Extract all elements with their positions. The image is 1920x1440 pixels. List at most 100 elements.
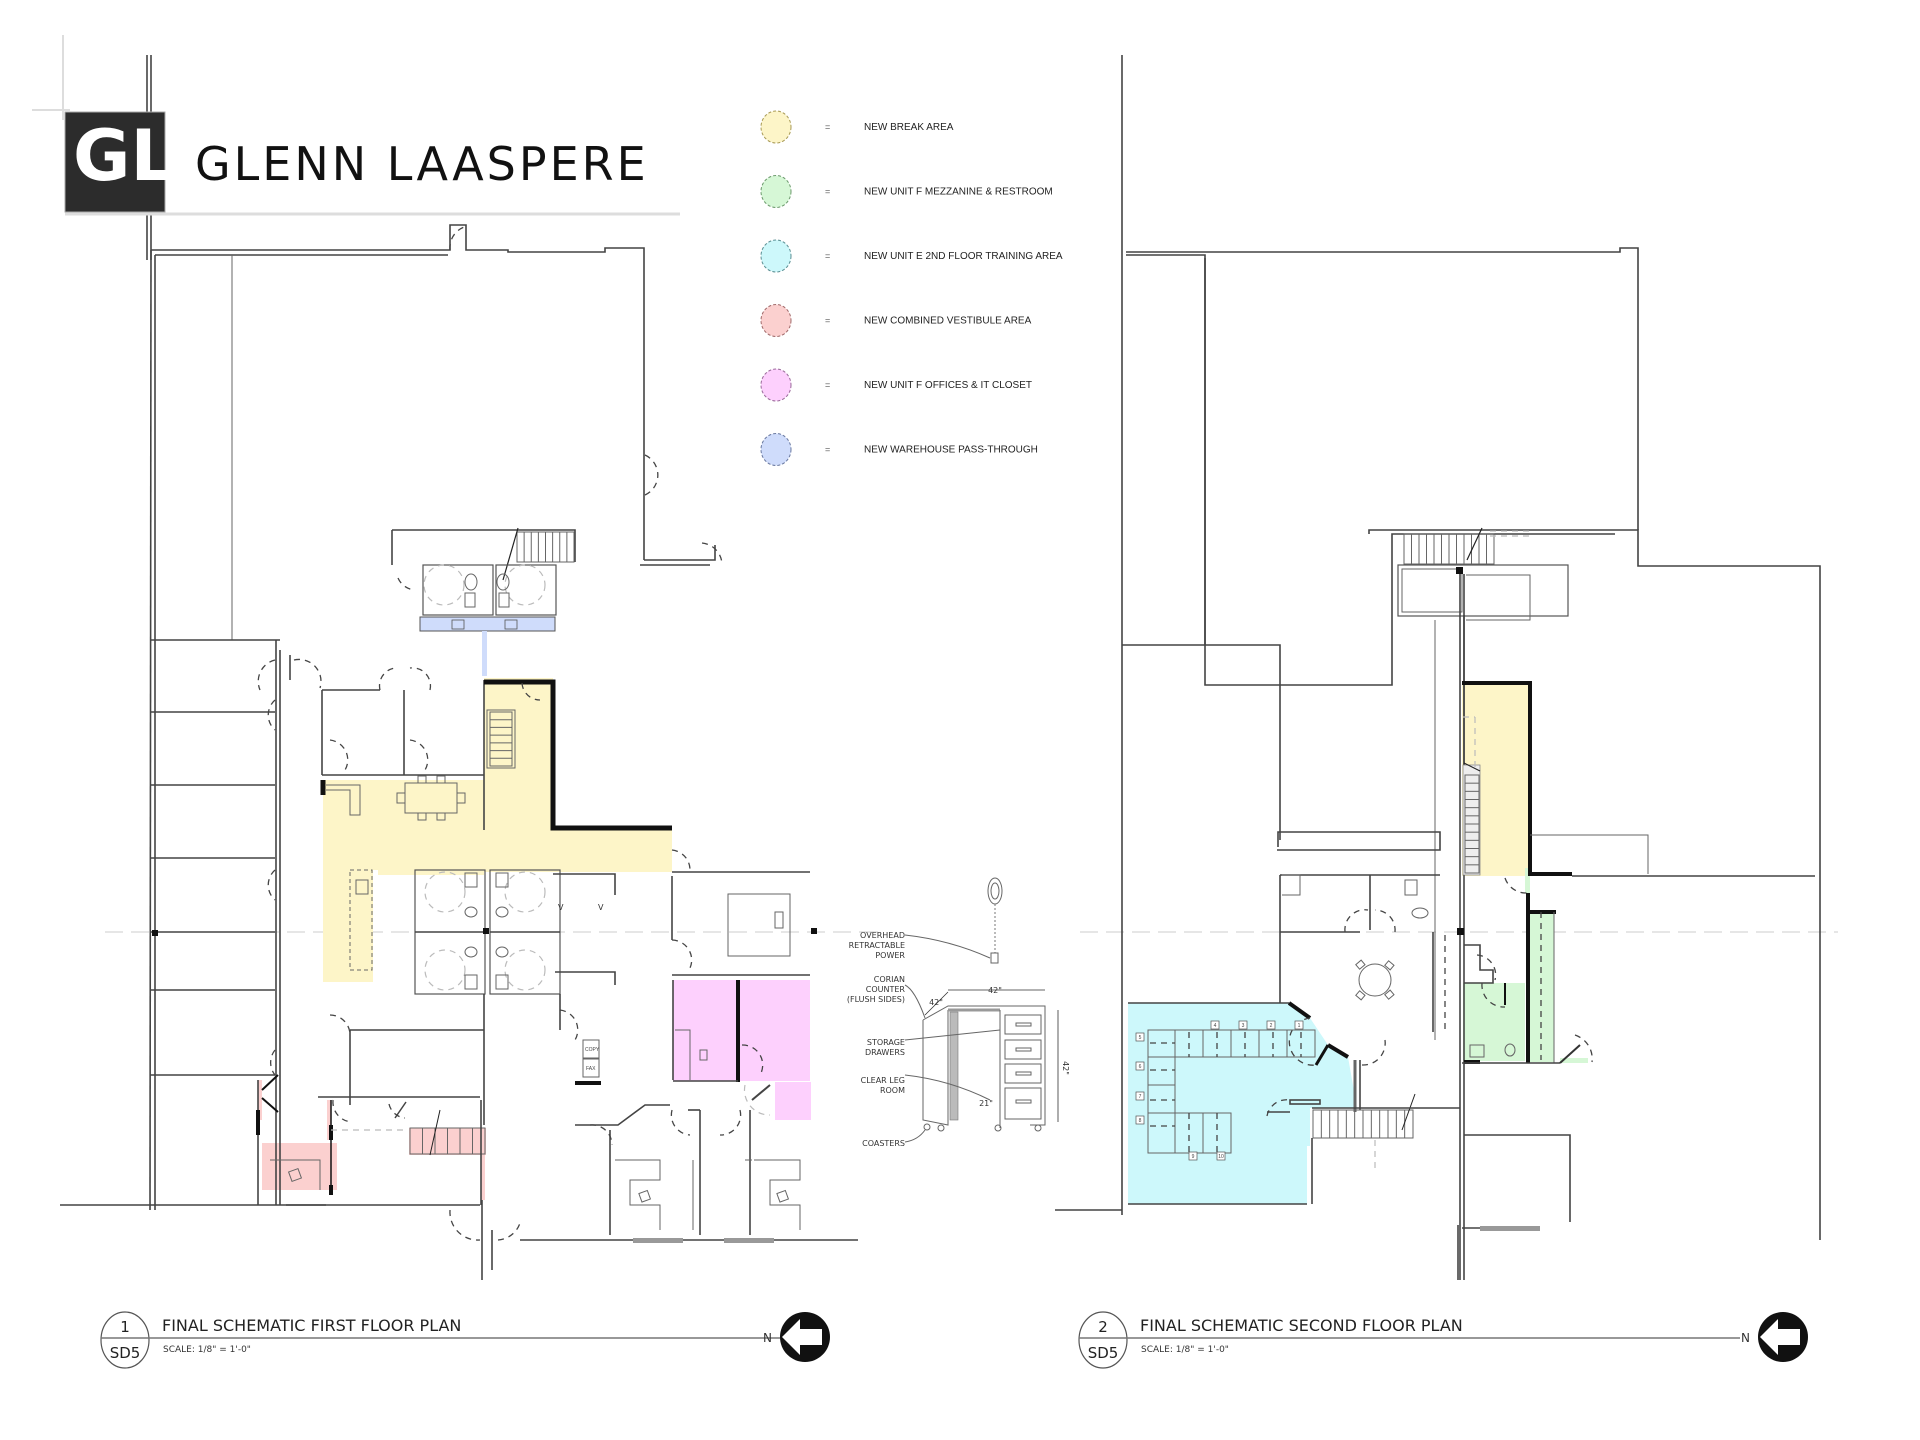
plan-sheet: SD5: [110, 1344, 141, 1362]
training-seats: 1 2 3 4 5 6 7 8 9 10: [1135, 1020, 1304, 1161]
seat-number: 1: [1298, 1023, 1301, 1029]
training-seat: 5: [1135, 1032, 1145, 1042]
seat-number: 9: [1192, 1154, 1195, 1160]
north-label: N: [763, 1331, 772, 1345]
stair-vestibule: [409, 1127, 486, 1155]
dim-height: 42": [1061, 1061, 1070, 1075]
legend-equals: =: [825, 187, 830, 197]
legend-label: NEW BREAK AREA: [864, 122, 954, 133]
legend-item: = NEW COMBINED VESTIBULE AREA: [760, 304, 1032, 337]
svg-text:V: V: [558, 903, 564, 912]
svg-text:DRAWERS: DRAWERS: [865, 1048, 905, 1057]
legend-item: = NEW UNIT F OFFICES & IT CLOSET: [760, 368, 1032, 402]
legend-equals: =: [825, 251, 830, 261]
training-seat: 6: [1135, 1061, 1145, 1071]
seat-number: 3: [1242, 1023, 1245, 1029]
brand-block: GL GLENN LAASPERE: [32, 35, 680, 260]
legend-swatch: [760, 304, 792, 337]
second-floor-plan: 1 2 3 4 5 6 7 8 9 10: [1055, 55, 1838, 1280]
plan-scale: SCALE: 1/8" = 1'-0": [1141, 1345, 1229, 1355]
stair-mezzanine: [1464, 774, 1480, 874]
training-seat: 2: [1266, 1020, 1276, 1030]
training-seat: 3: [1238, 1020, 1248, 1030]
zone-vestibule: [258, 1080, 486, 1200]
label-fax: FAX: [586, 1066, 596, 1072]
svg-text:V: V: [598, 903, 604, 912]
seat-number: 10: [1218, 1154, 1224, 1160]
legend-label: NEW UNIT E 2ND FLOOR TRAINING AREA: [864, 251, 1063, 262]
logo-monogram: GL: [73, 115, 175, 197]
plan-number: 2: [1098, 1318, 1108, 1336]
left-offices: [150, 639, 281, 1205]
logo-mark: [64, 111, 166, 213]
legend-label: NEW WAREHOUSE PASS-THROUGH: [864, 445, 1038, 456]
dim-leg-room: 21": [979, 1099, 993, 1108]
legend-equals: =: [825, 122, 830, 132]
plan-title: FINAL SCHEMATIC SECOND FLOOR PLAN: [1140, 1316, 1463, 1335]
legend-equals: =: [825, 380, 830, 390]
restroom-cluster: [414, 869, 561, 995]
seat-number: 8: [1139, 1118, 1142, 1124]
training-seat: 7: [1135, 1091, 1145, 1101]
seat-number: 6: [1139, 1064, 1142, 1070]
legend-label: NEW COMBINED VESTIBULE AREA: [864, 316, 1032, 327]
first-floor-plan: V V COPY FAX: [60, 224, 860, 1280]
svg-text:COASTERS: COASTERS: [862, 1139, 905, 1148]
legend-swatch: [760, 239, 792, 273]
training-seat: 9: [1188, 1151, 1198, 1161]
dim-width: 42": [988, 986, 1002, 995]
callout-label: COASTERS: [862, 1139, 905, 1148]
zone-offices-it: [673, 980, 811, 1120]
svg-text:(FLUSH SIDES): (FLUSH SIDES): [847, 995, 905, 1004]
stair-second-lower: [1312, 1109, 1414, 1139]
plan-title: FINAL SCHEMATIC FIRST FLOOR PLAN: [162, 1316, 461, 1335]
legend-label: NEW UNIT F OFFICES & IT CLOSET: [864, 380, 1032, 391]
training-seat: 1: [1294, 1020, 1304, 1030]
seat-number: 2: [1270, 1023, 1273, 1029]
stair-second-top: [1403, 533, 1495, 565]
plan-number: 1: [120, 1318, 130, 1336]
plan-title-block-1: 1 SD5 FINAL SCHEMATIC FIRST FLOOR PLAN S…: [100, 1311, 830, 1369]
svg-text:ROOM: ROOM: [880, 1086, 905, 1095]
legend-label: NEW UNIT F MEZZANINE & RESTROOM: [864, 187, 1053, 198]
legend-swatch: [760, 368, 792, 402]
legend-item: = NEW UNIT F MEZZANINE & RESTROOM: [760, 175, 1053, 208]
seat-number: 4: [1214, 1023, 1217, 1029]
stair-upper: [516, 531, 575, 563]
training-seat: 8: [1135, 1115, 1145, 1125]
zone-training-area: [1128, 1003, 1357, 1204]
svg-text:CLEAR LEG: CLEAR LEG: [861, 1076, 905, 1085]
seat-number: 7: [1139, 1094, 1142, 1100]
dim-depth: 42": [929, 998, 943, 1007]
brand-name: GLENN LAASPERE: [195, 137, 649, 191]
legend-equals: =: [825, 445, 830, 455]
legend-item: = NEW UNIT E 2ND FLOOR TRAINING AREA: [760, 239, 1063, 273]
legend-item: = NEW BREAK AREA: [760, 110, 954, 144]
training-seat: 10: [1216, 1151, 1226, 1161]
zone-pass-through: [419, 616, 556, 676]
north-arrow-icon: [780, 1312, 830, 1362]
north-arrow-icon: [1758, 1312, 1808, 1362]
svg-text:POWER: POWER: [875, 951, 905, 960]
legend-swatch: [760, 175, 792, 208]
svg-text:STORAGE: STORAGE: [867, 1038, 905, 1047]
label-copy: COPY: [585, 1047, 600, 1053]
plan-title-block-2: 2 SD5 FINAL SCHEMATIC SECOND FLOOR PLAN …: [1078, 1311, 1808, 1369]
training-tables: [1147, 1029, 1316, 1154]
plan-scale: SCALE: 1/8" = 1'-0": [163, 1345, 251, 1355]
counter-detail: 42" 42" 42" 21" OVERHEADRETRACTABLEPOWER…: [847, 877, 1070, 1148]
svg-text:RETRACTABLE: RETRACTABLE: [849, 941, 905, 950]
north-label: N: [1741, 1331, 1750, 1345]
legend-item: = NEW WAREHOUSE PASS-THROUGH: [760, 433, 1038, 466]
svg-text:CORIAN: CORIAN: [874, 975, 905, 984]
svg-text:COUNTER: COUNTER: [866, 985, 906, 994]
plan-sheet: SD5: [1088, 1344, 1119, 1362]
legend: = NEW BREAK AREA = NEW UNIT F MEZZANINE & R…: [760, 110, 1063, 466]
legend-equals: =: [825, 316, 830, 326]
zone-mezzanine-restroom: [1463, 868, 1588, 1063]
